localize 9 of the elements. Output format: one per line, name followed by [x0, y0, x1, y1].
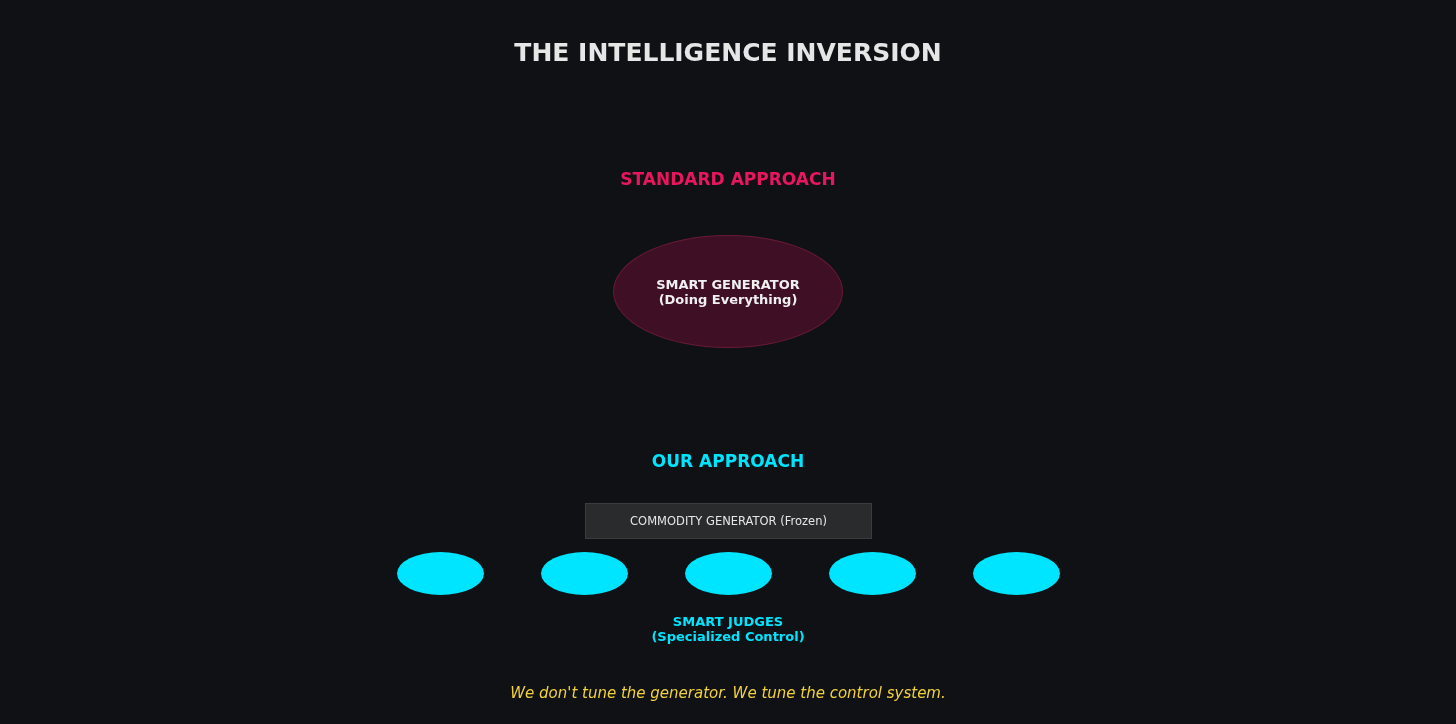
node-title: SMART GENERATOR: [656, 276, 800, 292]
group-sublabel: (Specialized Control): [651, 629, 805, 644]
diagram-title: THE INTELLIGENCE INVERSION: [514, 38, 942, 67]
section-heading: STANDARD APPROACH: [620, 169, 836, 189]
node-subtitle: (Doing Everything): [658, 291, 798, 307]
section-heading: OUR APPROACH: [651, 451, 805, 471]
caption-text: We don't tune the generator. We tune the control system.: [510, 684, 946, 702]
generator-box: COMMODITY GENERATOR (Frozen): [585, 503, 872, 539]
group-label: SMART JUDGES: [672, 614, 784, 629]
